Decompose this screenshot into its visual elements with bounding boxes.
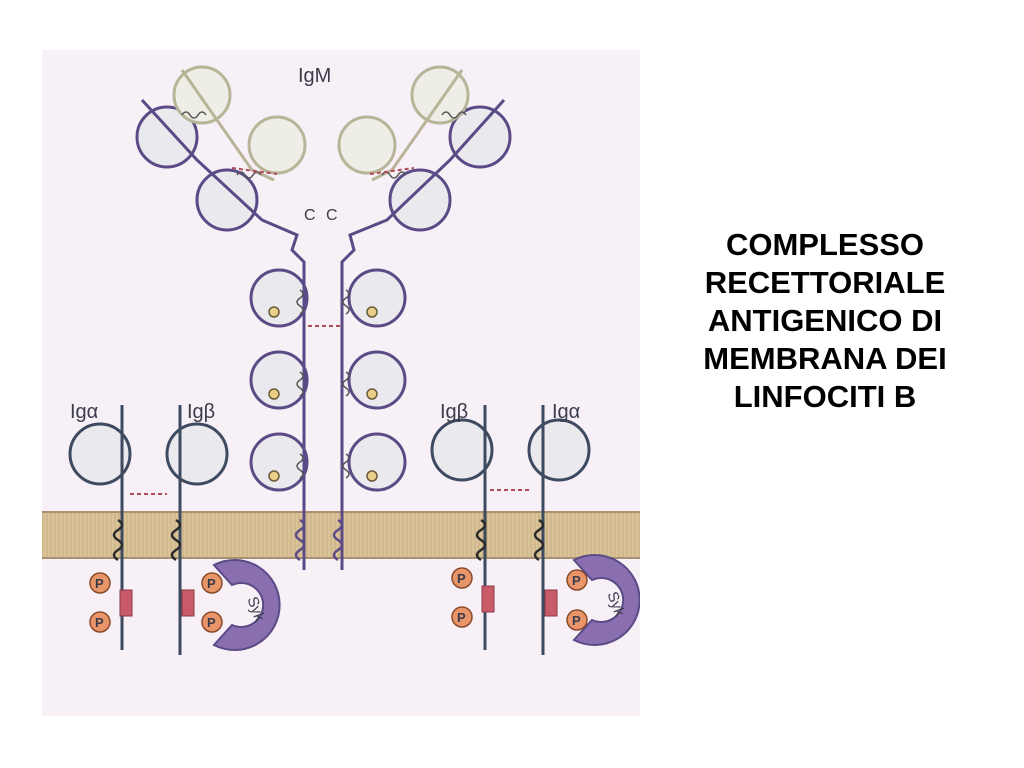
transmembrane-coils: [112, 518, 545, 562]
ig-alpha-right-label: Igα: [552, 401, 580, 423]
title-line: MEMBRANA DEI: [703, 341, 947, 376]
phosphate-label: P: [95, 615, 104, 630]
c-right-label: C: [326, 207, 338, 224]
igm-heavy-chains: [135, 98, 512, 570]
disulfide-bonds: [130, 167, 532, 495]
igm-label: IgM: [298, 65, 331, 87]
ig-beta-right-label: Igβ: [440, 401, 468, 423]
syk-kinases: [212, 554, 641, 651]
phosphate-label: P: [207, 615, 216, 630]
itam-blocks: [119, 585, 558, 617]
igm-light-chains: [172, 65, 470, 182]
ig-beta-left-label: Igβ: [187, 401, 215, 423]
phosphate-label: P: [95, 576, 104, 591]
phosphate-label: P: [572, 613, 581, 628]
bcr-diagram: IgM C C Igα Igβ Igβ Igα P P P P P P P P …: [42, 50, 641, 716]
phosphate-groups: [89, 567, 588, 633]
phosphate-label: P: [207, 576, 216, 591]
title-line: RECETTORIALE: [704, 265, 946, 300]
phosphate-label: P: [572, 573, 581, 588]
igm-knobs: [268, 306, 378, 482]
phosphate-label: P: [457, 571, 466, 586]
slide-title: COMPLESSO RECETTORIALE ANTIGENICO DI MEM…: [655, 226, 995, 416]
phosphate-label: P: [457, 610, 466, 625]
ig-alpha-left-label: Igα: [70, 401, 98, 423]
title-line: COMPLESSO: [725, 227, 925, 262]
title-line: LINFOCITI B: [733, 379, 917, 414]
title-line: ANTIGENICO DI: [707, 303, 943, 338]
c-left-label: C: [304, 207, 316, 224]
